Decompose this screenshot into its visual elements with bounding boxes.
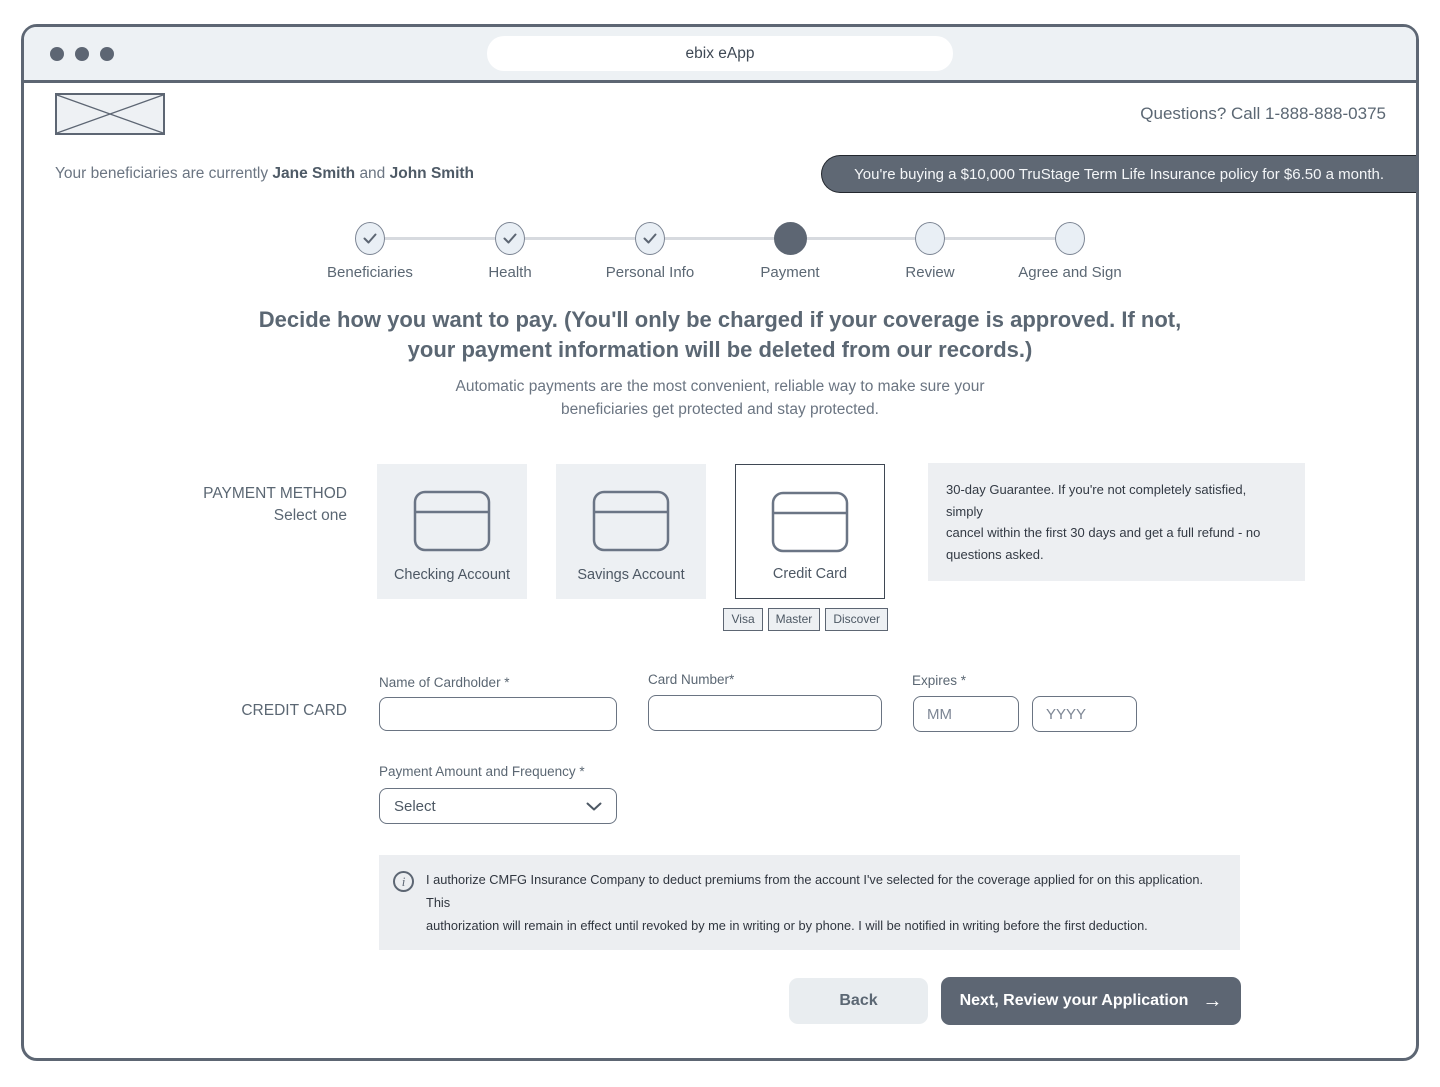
card-number-label: Card Number* [648,672,735,687]
questions-phone-text: Questions? Call 1-888-888-0375 [1140,104,1386,123]
step-done-check-icon [635,222,665,255]
card-number-input[interactable] [648,695,882,731]
frequency-select[interactable]: Select [379,788,617,824]
step-todo-circle [1055,222,1085,255]
beneficiaries-conjunction: and [359,165,386,182]
step-payment[interactable]: Payment [650,222,860,281]
step-health[interactable]: Health [370,222,580,281]
beneficiaries-summary: Your beneficiaries are currently Jane Sm… [55,165,474,183]
authorization-note: i I authorize CMFG Insurance Company to … [379,855,1240,950]
discover-badge: Discover [825,608,888,631]
step-active-circle [773,222,807,255]
account-card-icon [592,490,670,557]
option-checking-account[interactable]: Checking Account [377,464,527,599]
progress-stepper: Beneficiaries Health Personal Info [24,222,1416,281]
card-network-badges: Visa Master Discover [723,608,888,631]
next-button-label: Next, Review your Application [959,992,1189,1009]
window-control-dot[interactable] [75,46,89,61]
mastercard-badge: Master [767,608,821,631]
credit-card-icon [771,491,849,558]
beneficiary-name: John Smith [389,165,475,182]
step-label: Agree and Sign [1018,264,1122,281]
step-label: Payment [760,264,820,281]
info-icon: i [393,871,414,892]
window-control-dot[interactable] [50,46,64,61]
step-agree-and-sign[interactable]: Agree and Sign [930,222,1140,281]
step-beneficiaries[interactable]: Beneficiaries [300,222,440,281]
address-bar-text: ebix eApp [685,44,755,62]
step-connector [930,237,1070,240]
cardholder-name-label: Name of Cardholder * [379,675,510,690]
option-credit-card-selected[interactable]: Credit Card [735,464,885,599]
credit-card-section-label: CREDIT CARD [241,702,347,719]
window-control-dot[interactable] [100,46,114,61]
step-label: Review [905,264,955,281]
browser-window: ebix eApp Questions? Call 1-888-888-0375… [21,24,1419,1061]
step-label: Personal Info [605,264,695,281]
step-connector [510,237,650,240]
option-label: Checking Account [393,567,511,583]
beneficiary-name: Jane Smith [272,165,356,182]
step-connector [650,237,790,240]
step-review[interactable]: Review [790,222,1000,281]
next-review-application-button[interactable]: Next, Review your Application → [941,977,1241,1025]
cardholder-name-input[interactable] [379,697,617,731]
step-label: Health [488,264,532,281]
policy-summary-text: You're buying a $10,000 TruStage Term Li… [854,165,1384,183]
frequency-label: Payment Amount and Frequency * [379,764,585,779]
payment-method-section-label: PAYMENT METHOD Select one [24,483,347,527]
page-subtitle: Automatic payments are the most convenie… [455,378,985,418]
expires-year-input[interactable] [1032,696,1137,732]
payment-method-options: Checking Account Savings Account Credit … [377,464,885,599]
step-connector [370,237,510,240]
visa-badge: Visa [723,608,763,631]
page-content: Questions? Call 1-888-888-0375 Your bene… [24,83,1416,1058]
expires-month-input[interactable] [913,696,1019,732]
address-bar[interactable]: ebix eApp [487,36,953,71]
option-label: Credit Card [772,566,848,582]
image-placeholder-icon [55,93,165,135]
step-label: Beneficiaries [327,264,413,281]
payment-method-sublabel: Select one [273,507,347,524]
authorization-text: I authorize CMFG Insurance Company to de… [426,872,1204,933]
step-connector [790,237,930,240]
frequency-select-value: Select [394,797,436,815]
account-card-icon [413,490,491,557]
browser-titlebar: ebix eApp [24,27,1416,83]
option-savings-account[interactable]: Savings Account [556,464,706,599]
arrow-right-icon: → [1202,989,1223,1012]
step-todo-circle [915,222,945,255]
chevron-down-icon [586,798,602,815]
policy-summary-banner: You're buying a $10,000 TruStage Term Li… [821,155,1416,193]
window-controls[interactable] [50,46,114,61]
option-label: Savings Account [577,567,685,583]
payment-method-label: PAYMENT METHOD [203,485,347,502]
step-personal-info[interactable]: Personal Info [510,222,720,281]
back-button[interactable]: Back [789,978,928,1024]
logo-placeholder-image [55,93,165,140]
expires-label: Expires * [912,673,967,688]
step-done-check-icon [355,222,385,255]
beneficiaries-prefix: Your beneficiaries are currently [55,165,269,182]
guarantee-note: 30-day Guarantee. If you're not complete… [928,463,1305,581]
step-done-check-icon [495,222,525,255]
page-title: Decide how you want to pay. (You'll only… [258,307,1182,362]
